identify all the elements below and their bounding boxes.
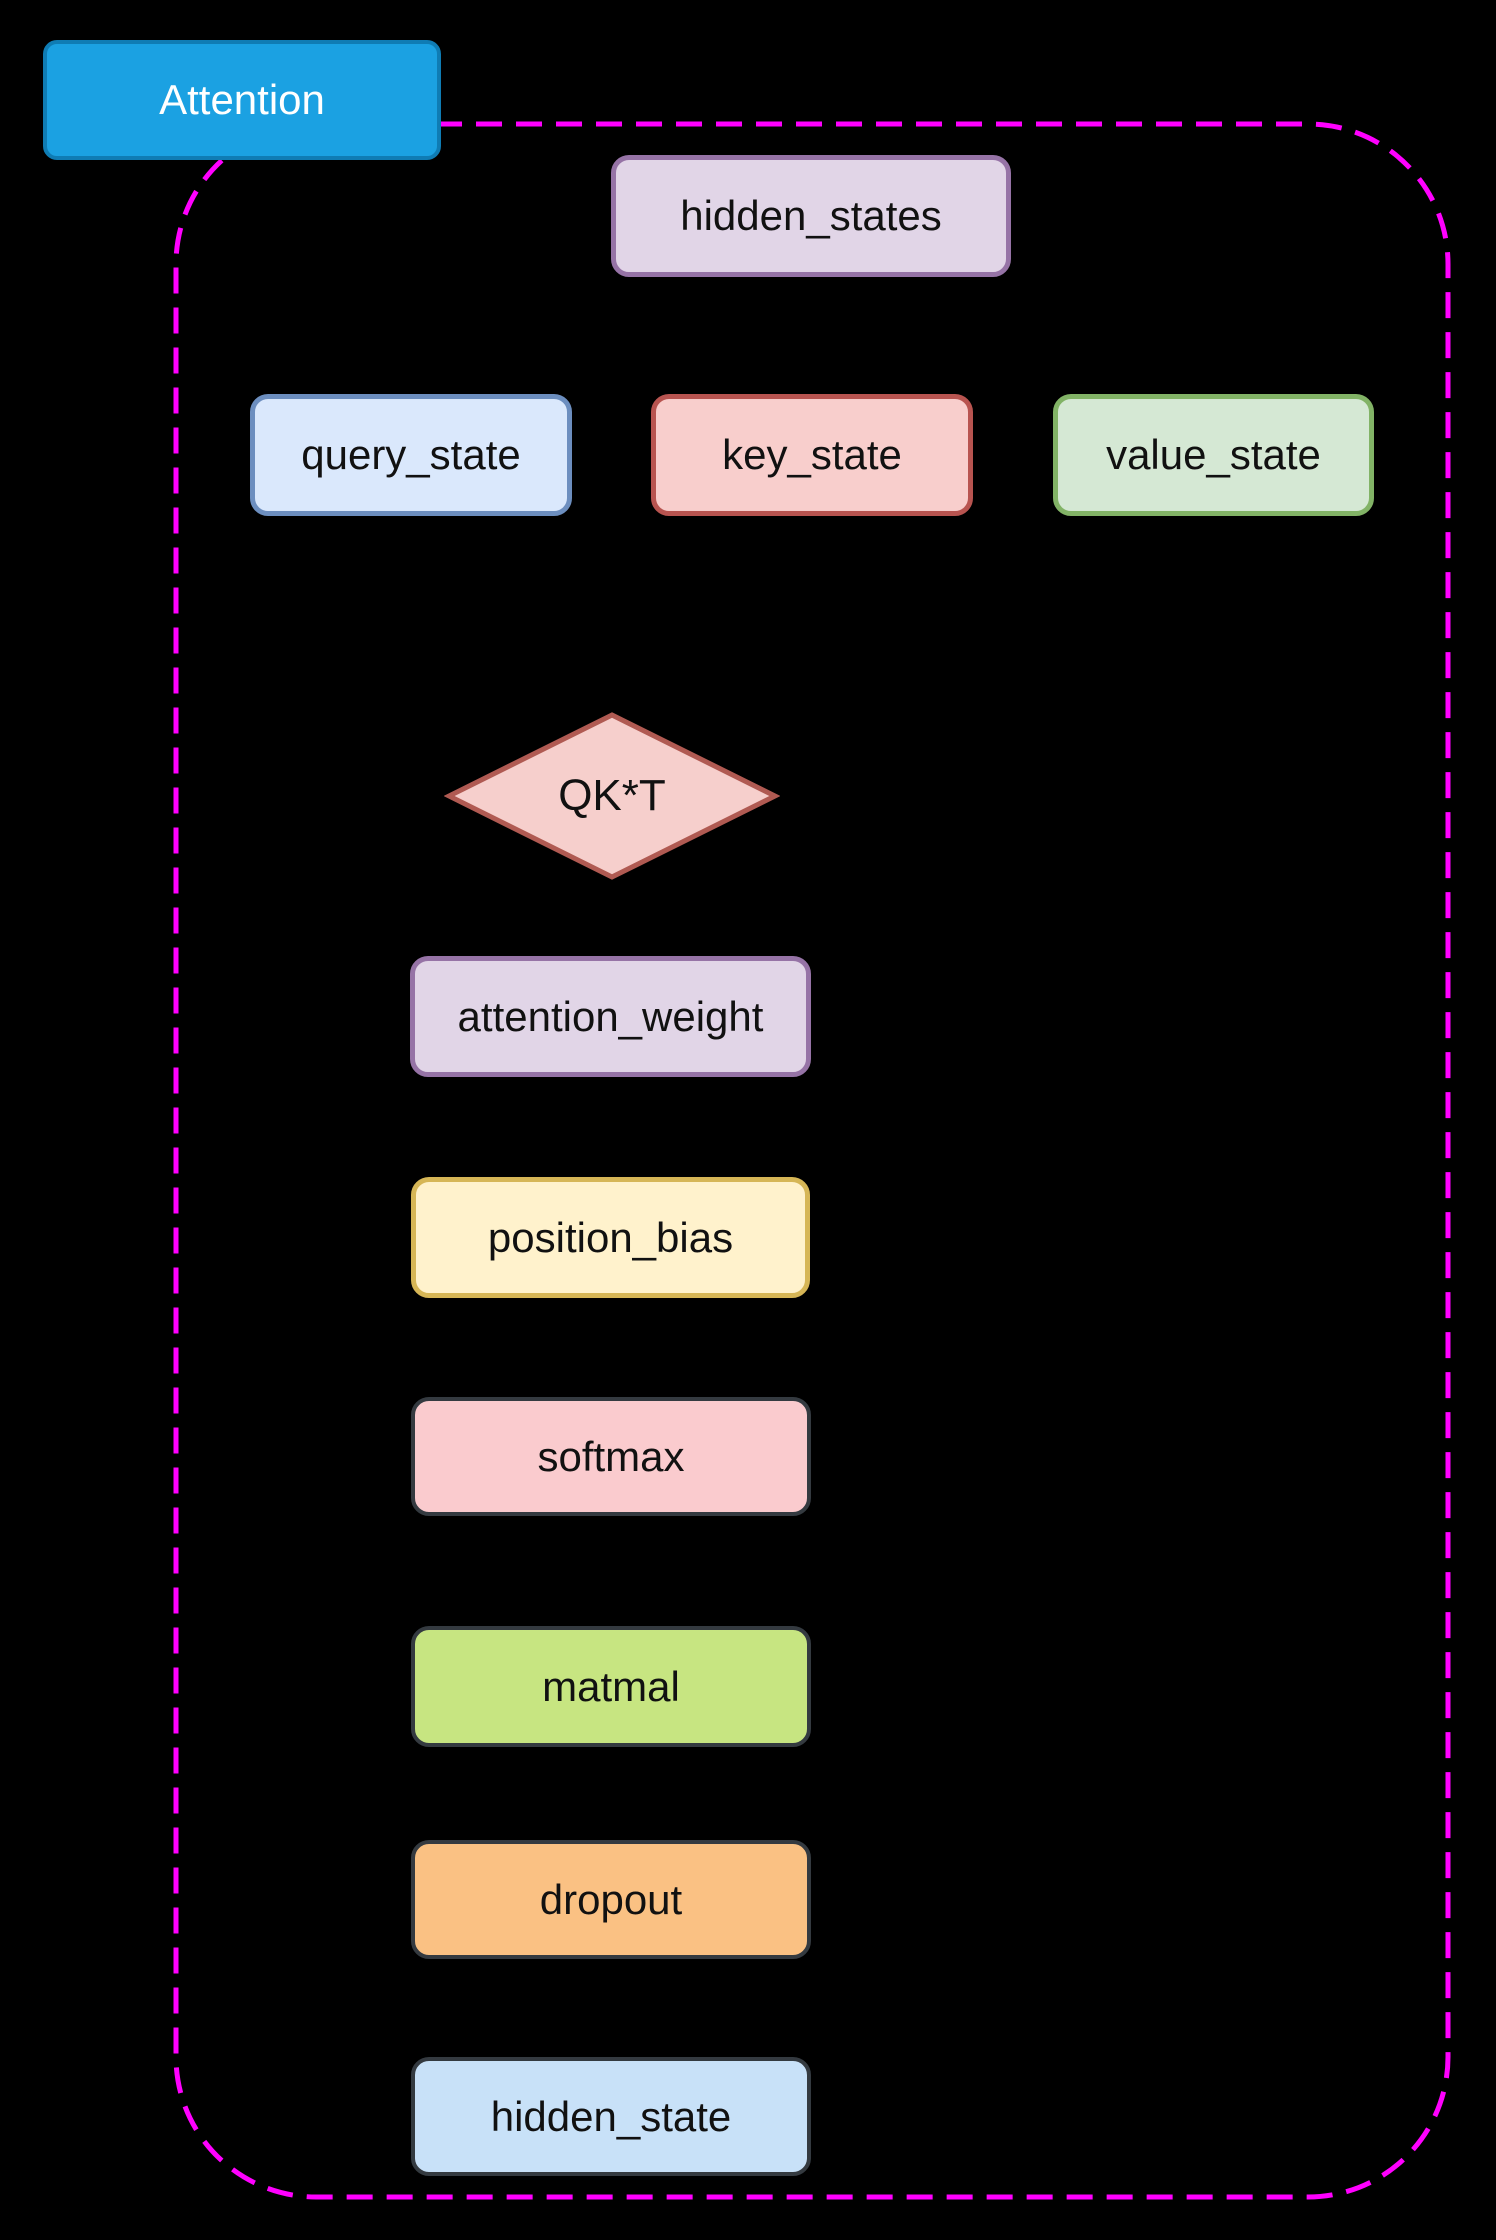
node-label: softmax — [537, 1432, 685, 1480]
node-label: hidden_state — [490, 2092, 732, 2140]
node-label: dropout — [539, 1875, 683, 1923]
node-label: attention_weight — [457, 992, 764, 1040]
node-hidden-states: hidden_states — [611, 155, 1011, 277]
node-value-state: value_state — [1053, 394, 1374, 516]
node-attention-weight: attention_weight — [410, 956, 811, 1077]
node-label: hidden_states — [680, 192, 942, 239]
node-key-state: key_state — [651, 394, 973, 516]
node-hidden-state: hidden_state — [411, 2057, 811, 2176]
node-matmal: matmal — [411, 1626, 811, 1747]
node-label: value_state — [1106, 431, 1321, 478]
node-query-state: query_state — [250, 394, 572, 516]
node-label: matmal — [542, 1662, 680, 1710]
node-qkt-diamond: QK*T — [444, 710, 780, 882]
node-softmax: softmax — [411, 1397, 811, 1516]
node-label: query_state — [301, 431, 521, 478]
node-label: position_bias — [487, 1213, 734, 1261]
node-position-bias: position_bias — [411, 1177, 810, 1298]
attention-title-label: Attention — [159, 76, 325, 123]
node-attention-title: Attention — [43, 40, 441, 160]
node-dropout: dropout — [411, 1840, 811, 1959]
dashed-boundary-rect — [173, 121, 1451, 2200]
node-label: QK*T — [558, 771, 666, 820]
node-label: key_state — [722, 431, 902, 478]
diamond-shape — [444, 712, 780, 880]
